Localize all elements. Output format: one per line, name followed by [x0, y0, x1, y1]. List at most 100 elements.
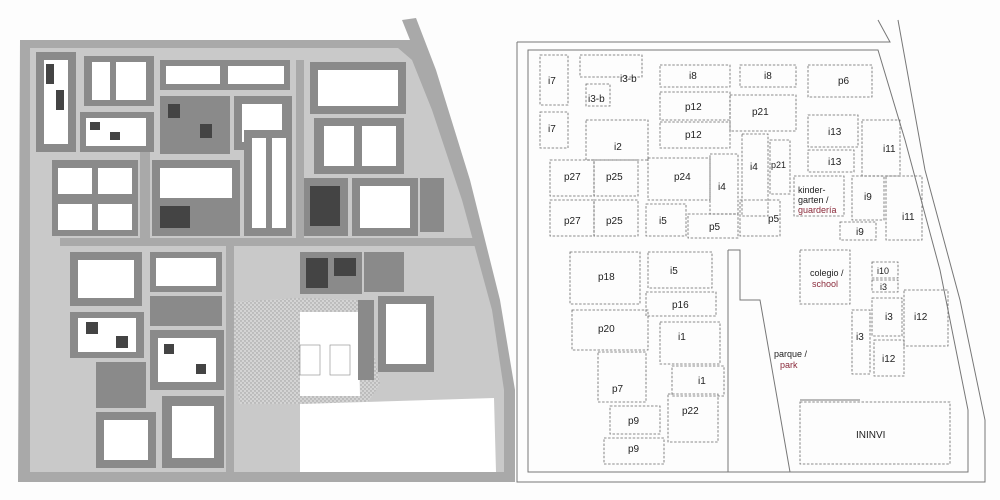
area-i4-b	[741, 133, 769, 217]
label-i7-top: i7	[548, 76, 556, 87]
label-p5-a: p5	[768, 214, 780, 225]
area-i4-a	[709, 153, 739, 215]
label-p5-b: p5	[709, 222, 721, 233]
area-p21-b	[769, 139, 791, 195]
label-kinder-1: kinder-	[798, 185, 826, 195]
label-parque: parque /	[774, 349, 808, 359]
label-i12-a: i12	[914, 312, 928, 323]
area-p20	[571, 309, 649, 351]
open-lot	[300, 398, 496, 472]
right-labels: i7 i3-b i3-b i8 i8 p6 i7 p12 p21 p12 i13…	[548, 71, 928, 455]
label-i1-a: i1	[678, 332, 686, 343]
area-i1-a	[659, 321, 721, 365]
label-p25-a: p25	[606, 172, 623, 183]
area-p18	[569, 251, 641, 305]
area-i1-b	[671, 365, 725, 397]
area-p5-b	[739, 199, 781, 237]
label-i12-b: i12	[882, 354, 896, 365]
label-p9-a: p9	[628, 416, 640, 427]
label-guarderia: guardería	[798, 205, 837, 215]
label-i3b-a: i3-b	[620, 74, 637, 85]
left-plan-map	[18, 18, 515, 482]
label-p24: p24	[674, 172, 691, 183]
sports-court-2	[329, 344, 351, 376]
label-p27-b: p27	[564, 216, 581, 227]
label-colegio: colegio /	[810, 268, 844, 278]
area-p21	[729, 94, 797, 132]
area-ininvi	[799, 401, 951, 465]
area-i7-top	[539, 54, 569, 106]
area-p9-b	[603, 437, 665, 465]
block-i3	[358, 300, 374, 380]
label-i9-b: i9	[856, 227, 864, 238]
area-p16	[645, 291, 717, 317]
label-i7-bot: i7	[548, 124, 556, 135]
area-i3-c	[851, 309, 871, 375]
area-p12-b	[659, 121, 731, 149]
label-school: school	[812, 279, 838, 289]
label-p7: p7	[612, 384, 624, 395]
label-ininvi: ININVI	[856, 430, 885, 441]
label-p25-b: p25	[606, 216, 623, 227]
label-i1-b: i1	[698, 376, 706, 387]
label-p18: p18	[598, 272, 615, 283]
label-i4-a: i4	[718, 182, 726, 193]
label-p21-b: p21	[771, 160, 786, 170]
label-i13-a: i13	[828, 127, 842, 138]
area-p24	[647, 157, 711, 201]
label-i3b-b: i3-b	[588, 94, 605, 105]
block-i10	[364, 252, 404, 292]
block-p7	[96, 362, 146, 408]
label-i3-b: i3	[885, 312, 893, 323]
label-p16: p16	[672, 300, 689, 311]
right-plan-map: i7 i3-b i3-b i8 i8 p6 i7 p12 p21 p12 i13…	[516, 19, 986, 483]
label-p21: p21	[752, 107, 769, 118]
label-p9-b: p9	[628, 444, 640, 455]
area-kindergarten	[793, 175, 845, 217]
area-i13-b	[807, 149, 855, 173]
area-i3b-top	[579, 54, 643, 78]
area-i3b-small	[585, 83, 611, 107]
park-boundary	[727, 249, 860, 473]
area-i11-b	[885, 175, 923, 241]
area-i9-a	[851, 175, 885, 221]
area-p25-b	[593, 199, 639, 237]
label-i10: i10	[877, 266, 889, 276]
area-i8-b	[739, 64, 797, 88]
right-blocks	[539, 54, 951, 465]
sports-court-1	[299, 344, 321, 376]
label-i13-b: i13	[828, 157, 842, 168]
label-i11-a: i11	[883, 144, 896, 155]
area-p27-a	[549, 159, 595, 197]
area-p6	[807, 64, 873, 98]
area-i5-b	[647, 251, 713, 289]
label-p27-a: p27	[564, 172, 581, 183]
label-i8-a: i8	[689, 71, 697, 82]
area-school	[799, 249, 851, 305]
left-buildings	[36, 52, 444, 468]
area-p27-b	[549, 199, 595, 237]
label-i5-a: i5	[659, 216, 667, 227]
area-p5-a	[687, 213, 739, 239]
label-i3-a: i3	[880, 282, 887, 292]
label-park: park	[780, 360, 798, 370]
area-i2	[585, 119, 649, 161]
area-i3-b	[871, 297, 903, 337]
street-north	[296, 60, 304, 246]
label-i9-a: i9	[864, 192, 872, 203]
site-boundary-inner	[527, 49, 969, 473]
area-i7-bot	[539, 111, 569, 149]
label-kinder-2: garten /	[798, 195, 829, 205]
label-p22: p22	[682, 406, 699, 417]
label-i4-b: i4	[750, 162, 758, 173]
label-p12-b: p12	[685, 130, 702, 141]
site-boundary-outer	[516, 19, 986, 483]
area-i5-a	[645, 203, 687, 237]
label-p12-a: p12	[685, 102, 702, 113]
block-i11	[420, 178, 444, 232]
area-i12-a	[903, 289, 949, 347]
label-i8-b: i8	[764, 71, 772, 82]
street-east-west	[60, 238, 480, 246]
